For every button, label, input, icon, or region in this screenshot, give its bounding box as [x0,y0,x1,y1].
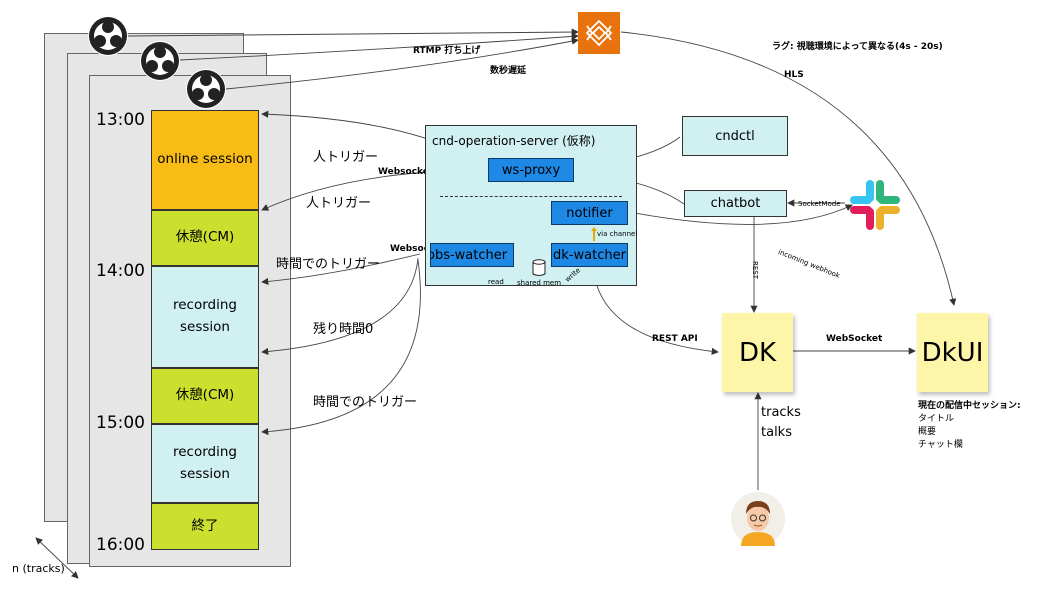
notifier-box: notifier [551,201,628,225]
dkui-label: DkUI [921,337,984,368]
edge-label-time-trigger: 時間でのトリガー [313,395,418,410]
edge-label-lag: ラグ: 視聴環境によって異なる(4s - 20s) [772,42,943,52]
slot-label: recording session [173,297,237,335]
dk-watcher-label: dk-watcher [553,247,626,263]
obs-icon [140,41,180,81]
server-divider [440,196,622,197]
chatbot-label: chatbot [710,196,761,211]
edge-label-rest: REST [751,260,760,280]
obs-watcher-box: obs-watcher [430,243,514,267]
edge-label-talks: talks [761,425,792,440]
database-icon [532,259,546,277]
ws-proxy-label: ws-proxy [501,162,561,178]
edge-label-remaining-zero: 残り時間0 [313,322,374,337]
time-label-1500: 15:00 [96,413,145,433]
dkui-notes-item: 概要 [918,427,937,437]
operation-server-title: cnd-operation-server (仮称) [432,134,596,148]
dkui-sticky: DkUI [917,313,988,392]
edge-label-websocket: Websocket [390,244,446,254]
slot-label: 休憩(CM) [175,387,235,404]
slot-break: 休憩(CM) [151,368,259,424]
cndctl-box: cndctl [682,116,788,156]
channel-arrow-icon [591,226,597,241]
edge-label-websocket-dk: WebSocket [826,334,883,344]
slack-icon [846,176,904,234]
slot-label: 終了 [191,517,219,534]
edge-label-websocket: Websocket [378,167,434,177]
dk-watcher-box: dk-watcher [551,243,628,267]
shared-mem-label: shared mem [517,279,562,287]
edge-label-time-trigger: 時間でのトリガー [276,257,381,272]
edge-label-delay: 数秒遅延 [490,66,527,76]
edge-label-human-trigger: 人トリガー [306,196,372,211]
edge-label-socket-mode: SocketMode [798,200,841,208]
time-label-1400: 14:00 [96,261,145,281]
ws-proxy-box: ws-proxy [488,158,574,182]
obs-icon [186,69,226,109]
slot-label: recording session [173,443,237,482]
edge-label-tracks: tracks [761,405,801,420]
edge-label-hls: HLS [784,70,804,80]
aws-medialive-icon [578,12,620,54]
slot-label: 休憩(CM) [175,229,235,246]
obs-icon [88,16,128,56]
slot-label: online session [157,151,253,168]
time-label-1600: 16:00 [96,535,145,555]
time-label-1300: 13:00 [96,110,145,130]
cndctl-label: cndctl [715,128,755,144]
chatbot-box: chatbot [684,190,787,217]
dkui-notes-heading: 現在の配信中セッション: [918,401,1021,411]
edge-label-rest-api: REST API [652,334,698,344]
dk-sticky: DK [722,313,793,392]
edge-label-human-trigger: 人トリガー [313,150,379,165]
read-label: read [488,278,504,286]
slot-recording-session: recording session [151,266,259,368]
slot-online-session: online session [151,110,259,210]
notifier-label: notifier [566,205,613,221]
dkui-notes-item: タイトル [918,414,955,424]
dkui-notes-item: チャット欄 [918,440,963,450]
via-channel-label: via channel [597,230,638,238]
dk-label: DK [738,337,777,368]
user-avatar-icon [731,492,785,546]
slot-recording-session: recording session [151,424,259,503]
edge-label-rtmp: RTMP 打ち上げ [413,46,481,56]
slot-end: 終了 [151,503,259,550]
obs-watcher-label: obs-watcher [430,247,508,263]
slot-break: 休憩(CM) [151,210,259,266]
